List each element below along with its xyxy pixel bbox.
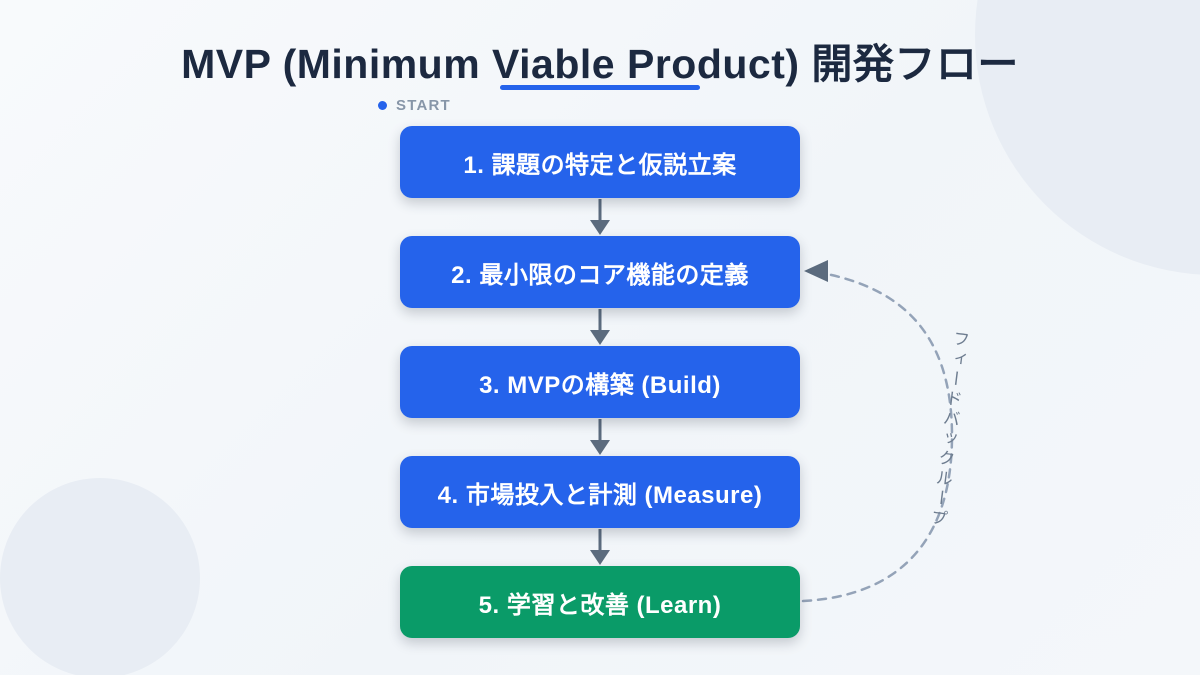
feedback-loop-label: フィードバックループ: [926, 328, 970, 530]
title-underline: [500, 85, 700, 90]
start-marker: START: [378, 95, 451, 115]
flow-step-2: 2. 最小限のコア機能の定義: [400, 236, 800, 308]
page-title: MVP (Minimum Viable Product) 開発フロー: [181, 41, 1019, 87]
flow-step-5: 5. 学習と改善 (Learn): [400, 566, 800, 638]
flow-step-1: 1. 課題の特定と仮説立案: [400, 126, 800, 198]
start-dot-icon: [378, 100, 387, 110]
decorative-circle-bottom-left: [0, 478, 200, 675]
arrow-step1-to-step2: [590, 199, 610, 235]
flow-step-5-label: 5. 学習と改善 (Learn): [478, 591, 722, 619]
start-label: START: [396, 96, 451, 114]
flow-step-1-label: 1. 課題の特定と仮説立案: [463, 151, 737, 179]
flow-step-2-label: 2. 最小限のコア機能の定義: [451, 261, 749, 289]
arrow-step3-to-step4: [590, 419, 610, 455]
flow-step-4-label: 4. 市場投入と計測 (Measure): [437, 481, 763, 509]
arrow-step2-to-step3: [590, 309, 610, 345]
flow-step-3: 3. MVPの構築 (Build): [400, 346, 800, 418]
arrow-step4-to-step5: [590, 529, 610, 565]
flow-step-3-label: 3. MVPの構築 (Build): [479, 371, 721, 399]
flow-step-4: 4. 市場投入と計測 (Measure): [400, 456, 800, 528]
